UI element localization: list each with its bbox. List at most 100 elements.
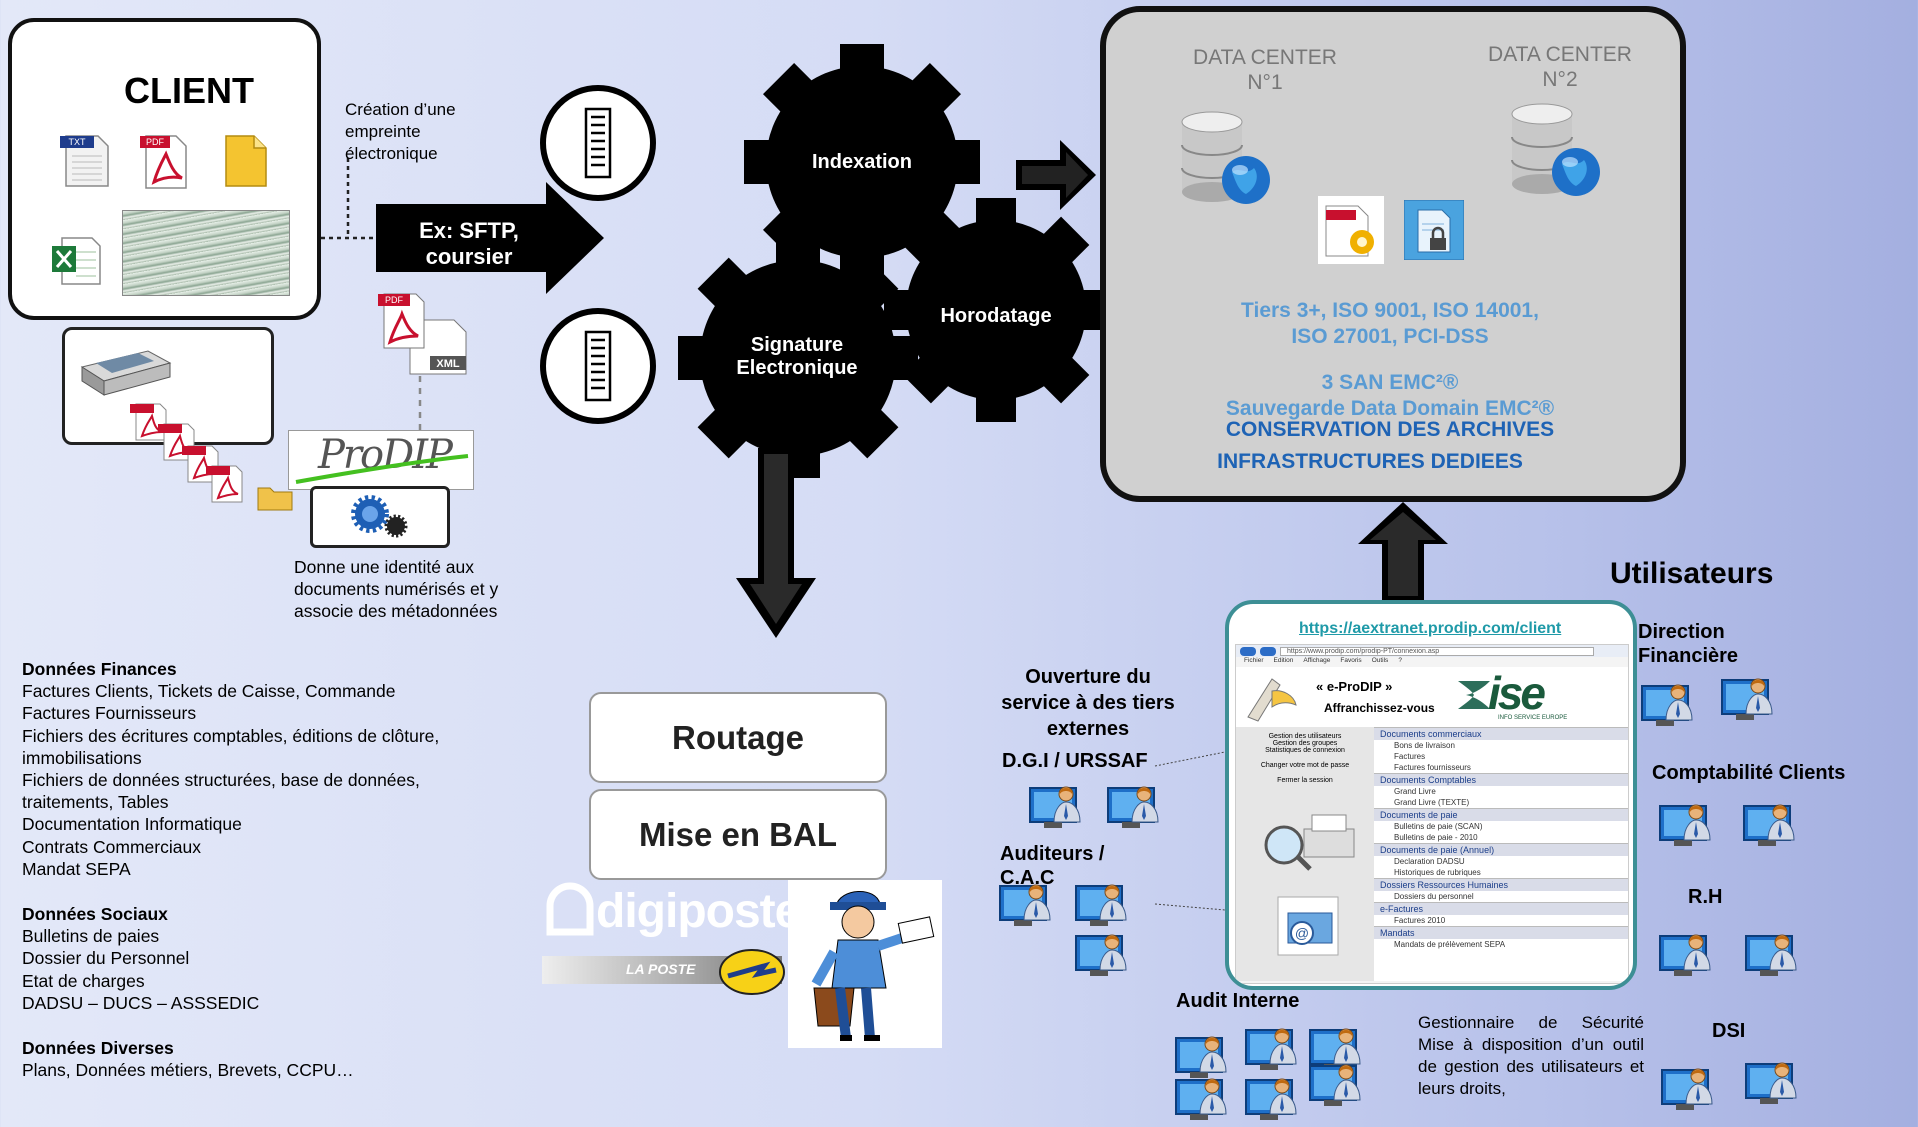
portal-section-item[interactable]: Factures [1394,752,1426,761]
prodip-logo: ProDIP [318,432,453,478]
datacenter-box [1100,6,1686,502]
portal-section-header[interactable]: Dossiers Ressources Humaines [1374,878,1628,891]
portal-section-header[interactable]: Documents Comptables [1374,773,1628,786]
menu-affichage[interactable]: Affichage [1303,657,1331,664]
laposte-bird-icon [719,949,785,995]
excel-file-icon [52,237,101,285]
diverses-line: Plans, Données métiers, Brevets, CCPU… [22,1060,354,1081]
portal-section-item[interactable]: Dossiers du personnel [1394,892,1474,901]
portal-section-item[interactable]: Bulletins de paie (SCAN) [1394,822,1483,831]
portal-url[interactable]: https://aextranet.prodip.com/client [1299,620,1562,637]
standards-line-1: Tiers 3+, ISO 9001, ISO 14001, [1241,299,1539,322]
menu-outils[interactable]: Outils [1371,657,1389,664]
portal-section-item[interactable]: Grand Livre [1394,787,1436,796]
portal-section-item[interactable]: Bons de livraison [1394,741,1455,750]
document-stack-photo [122,210,290,296]
user-icon [1245,1028,1297,1070]
user-icon [1107,786,1159,828]
portal-section-item[interactable]: Bulletins de paie - 2010 [1394,833,1478,842]
signed-document-icon [1318,196,1384,264]
left-link[interactable]: Gestion des groupes [1272,740,1338,747]
auditeurs-label: Auditeurs / C.A.C [1000,843,1105,889]
user-icon [1659,804,1711,846]
left-link[interactable]: Fermer la session [1277,777,1333,784]
dgi-label: D.G.I / URSSAF [1002,750,1148,772]
left-link[interactable]: Statistiques de connexion [1265,747,1345,754]
folder-icon [257,487,293,511]
printer-search-icon [1264,814,1355,871]
finances-line: traitements, Tables [22,792,169,813]
mise-en-bal-box: Mise en BAL [589,789,887,880]
gear-signature-label: Signature Electronique [736,334,858,379]
sociaux-list: Données Sociaux Bulletins de paies Dossi… [22,903,259,1014]
pdf-badge-2: PDF [385,295,404,305]
user-icon [1661,1068,1713,1110]
portal-section-header[interactable]: Mandats [1374,926,1628,939]
database-globe-icon-2 [1511,103,1600,196]
pdf-badge: PDF [146,137,165,147]
address-bar[interactable]: https://www.prodip.com/prodip-PT/connexi… [1280,646,1594,656]
processing-box [310,486,450,548]
user-icon [1745,1062,1797,1104]
prodip-swoosh-icon [295,454,469,484]
san-line-2: Sauvegarde Data Domain EMC²® [1225,397,1555,420]
gear-indexation-label: Indexation [811,151,912,173]
sociaux-line: DADSU – DUCS – ASSSEDIC [22,992,260,1013]
portal-banner: « e-ProDIP » Affranchissez-vous ISE INFO… [1236,667,1628,727]
svg-text:@: @ [1295,925,1309,941]
finances-line: Factures Clients, Tickets de Caisse, Com… [22,681,396,702]
portal-section-item[interactable]: Mandats de prélèvement SEPA [1394,940,1506,949]
cogwheels-icon [351,495,408,538]
finances-line: Factures Fournisseurs [22,703,197,724]
san-line-1: 3 SAN EMC²® [1321,371,1459,394]
conservation-text: CONSERVATION DES ARCHIVES [1225,418,1555,441]
pdf-cascade-icon [130,403,243,503]
server-circle-icon [540,85,656,201]
datacenter-1-title: DATA CENTER N°1 [1193,46,1337,94]
txt-file-icon: TXT [60,135,109,187]
back-icon[interactable] [1240,646,1256,656]
portal-screenshot: https://www.prodip.com/prodip-PT/connexi… [1235,644,1629,984]
menu-fichier[interactable]: Fichier [1244,657,1264,664]
user-icon [1075,934,1127,976]
gear-horodatage-label: Horodatage [940,305,1052,327]
client-title: CLIENT [124,70,254,111]
portal-section-header[interactable]: Documents de paie (Annuel) [1374,843,1628,856]
finances-line: Mandat SEPA [22,858,131,879]
utilisateurs-title: Utilisateurs [1610,557,1774,590]
user-icon [999,884,1051,926]
user-icon [1309,1064,1361,1106]
audit-interne-label: Audit Interne [1176,990,1300,1012]
compta-label: Comptabilité Clients [1652,762,1846,784]
diverses-list: Données Diverses Plans, Données métiers,… [22,1037,354,1081]
menu-favoris[interactable]: Favoris [1340,657,1362,664]
identity-text: Donne une identité aux documents numéris… [294,557,499,621]
menu-help[interactable]: ? [1398,657,1402,664]
portal-section-item[interactable]: Factures fournisseurs [1394,763,1471,772]
diverses-title: Données Diverses [22,1038,174,1058]
portal-section-item[interactable]: Declaration DADSU [1394,857,1465,866]
ouverture-label: Ouverture du service à des tiers externe… [1001,666,1175,740]
infrastructures-text: INFRASTRUCTURES DEDIEES [1217,450,1523,473]
generic-file-icon [225,135,267,187]
portal-section-item[interactable]: Grand Livre (TEXTE) [1394,798,1470,807]
browser-toolbar: https://www.prodip.com/prodip-PT/connexi… [1236,645,1628,657]
portal-body: Gestion des utilisateurs Gestion des gro… [1236,727,1628,981]
portal-section-item[interactable]: Factures 2010 [1394,916,1446,925]
database-globe-icon [1181,111,1270,204]
direction-label: Direction Financière [1638,621,1739,667]
left-link[interactable]: Gestion des utilisateurs [1268,733,1342,740]
left-link[interactable]: Changer votre mot de passe [1260,762,1350,769]
menu-edition[interactable]: Edition [1273,657,1294,664]
finances-line: immobilisations [22,747,142,768]
transfer-arrow-label: Ex: SFTP, coursier [419,218,519,269]
finances-line: Fichiers de données structurées, base de… [22,770,420,791]
forward-icon[interactable] [1260,646,1276,656]
portal-section-header[interactable]: Documents commerciaux [1374,727,1628,740]
portal-section-header[interactable]: Documents de paie [1374,808,1628,821]
portal-section-header[interactable]: e-Factures [1374,902,1628,915]
user-icon [1641,684,1693,726]
portal-section-item[interactable]: Historiques de rubriques [1394,868,1481,877]
ise-logo: ISE [1488,667,1546,719]
